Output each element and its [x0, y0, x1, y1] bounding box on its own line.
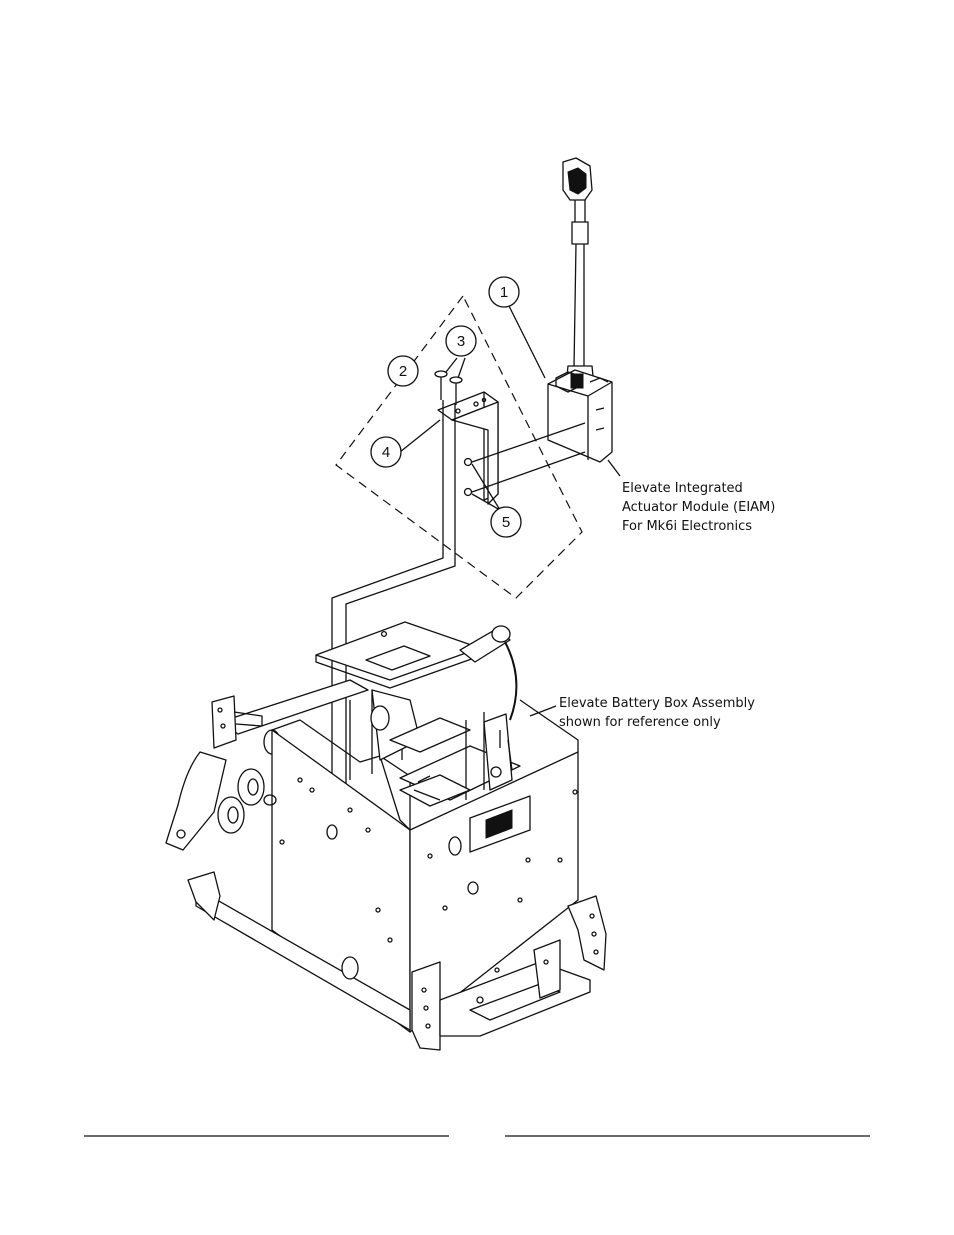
callout-4-number: 4 — [382, 444, 390, 461]
mounting-bracket — [437, 391, 499, 505]
nuts — [463, 422, 586, 497]
screws — [434, 370, 463, 405]
battery-box-assembly — [165, 621, 607, 1051]
callout-2-number: 2 — [399, 363, 407, 380]
callout-leaders — [399, 305, 621, 717]
callout-1-number: 1 — [500, 284, 508, 301]
eiam-note-line-2: Actuator Module (EIAM) — [622, 500, 775, 515]
kit-boundary-dashed — [335, 294, 583, 599]
callout-5: 5 — [490, 506, 522, 538]
eiam-note-line-1: Elevate Integrated — [622, 481, 743, 496]
battery-box-note-line-2: shown for reference only — [559, 715, 721, 730]
callout-2: 2 — [387, 355, 419, 387]
eiam-note: Elevate Integrated Actuator Module (EIAM… — [622, 481, 775, 534]
callout-3: 3 — [445, 325, 477, 357]
battery-box-note: Elevate Battery Box Assembly shown for r… — [559, 696, 755, 730]
callout-3-number: 3 — [457, 333, 465, 350]
battery-box-note-line-1: Elevate Battery Box Assembly — [559, 696, 755, 711]
callout-1: 1 — [488, 276, 520, 308]
callout-5-number: 5 — [502, 514, 510, 531]
actuator-module — [547, 157, 613, 463]
eiam-note-line-3: For Mk6i Electronics — [622, 519, 752, 534]
callout-4: 4 — [370, 436, 402, 468]
